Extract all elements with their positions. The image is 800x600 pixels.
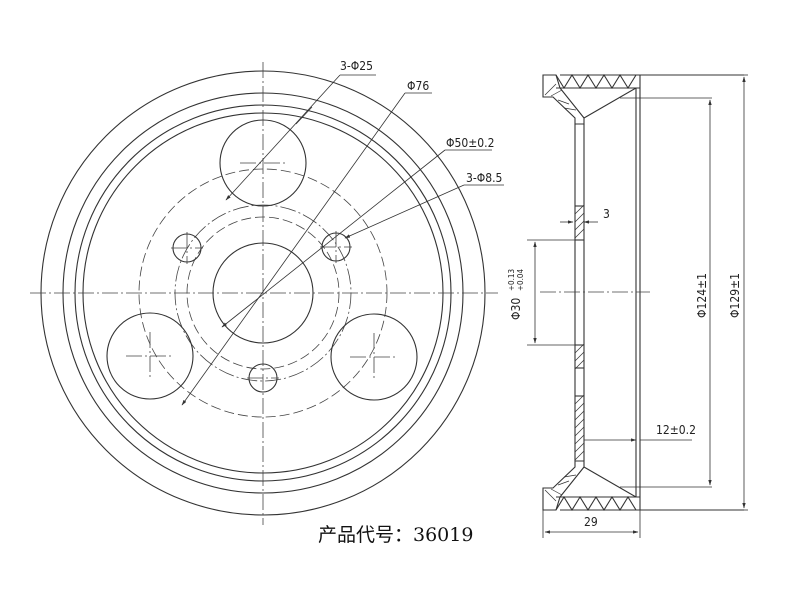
bottom-grooves [555, 495, 640, 512]
dim-3: 3 [603, 207, 610, 221]
bottom-rim-section [542, 460, 585, 511]
dim-phi50: Φ50±0.2 [446, 136, 494, 150]
dim-3-phi25: 3-Φ25 [340, 59, 373, 73]
dim-3-phi85: 3-Φ8.5 [466, 171, 502, 185]
dim-phi76: Φ76 [407, 79, 429, 93]
front-view [30, 62, 504, 525]
dim-phi30-tol-lower: +0.04 [516, 269, 525, 291]
dim-phi129: Φ129±1 [728, 273, 742, 318]
product-code: 产品代号：36019 [318, 524, 474, 546]
dim-12: 12±0.2 [656, 423, 696, 437]
top-grooves [555, 73, 640, 90]
top-rim-section [542, 74, 585, 125]
large-hole-right [330, 313, 418, 401]
dim-29: 29 [584, 515, 598, 529]
dim-phi124: Φ124±1 [695, 273, 709, 318]
dim-phi30-tol-upper: +0.13 [507, 269, 516, 291]
dim-phi30: Φ30 [509, 298, 523, 320]
large-hole-left [106, 312, 194, 400]
side-view [527, 73, 748, 538]
